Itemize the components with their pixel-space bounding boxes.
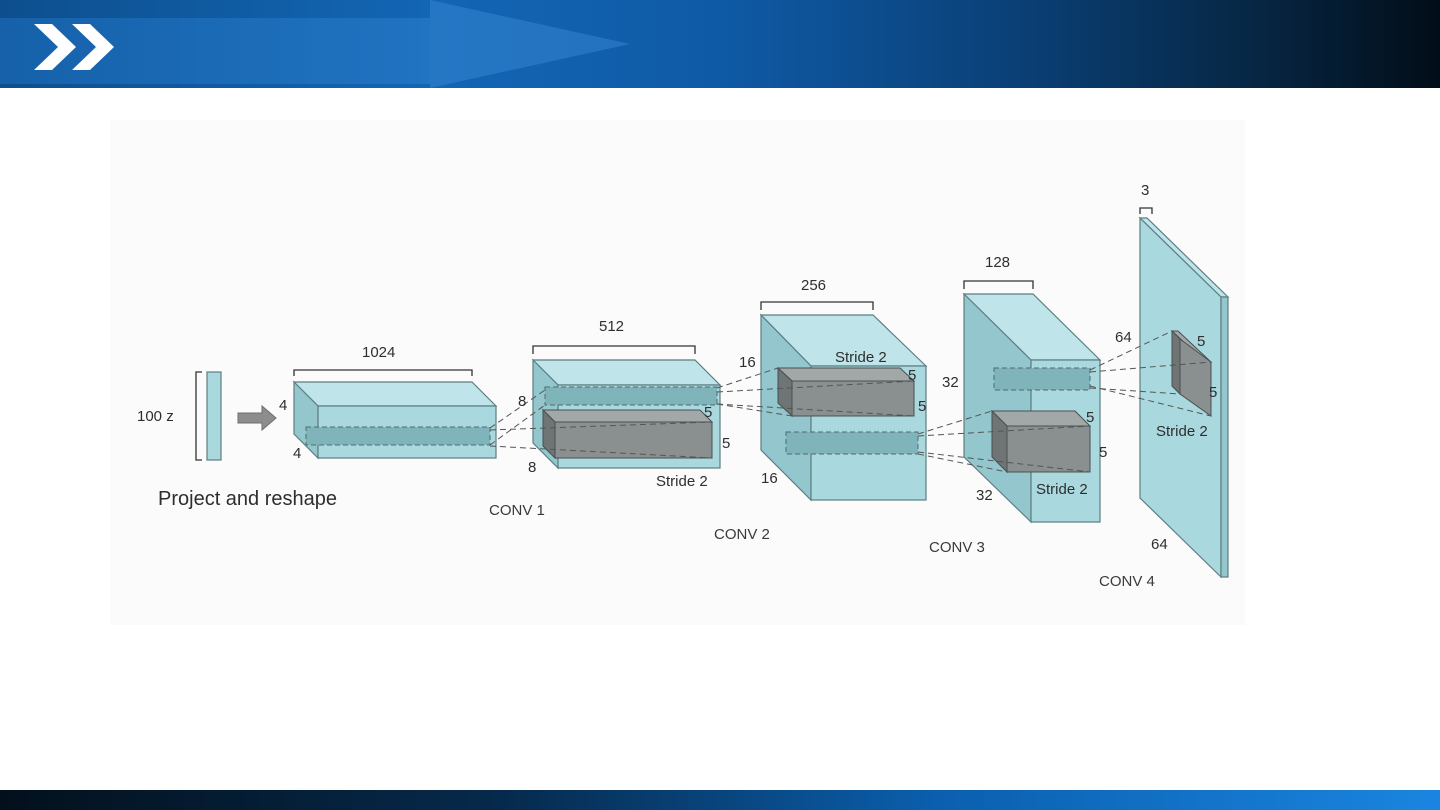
conv2-kernel-label-a: 5 xyxy=(908,367,916,384)
project-volume xyxy=(292,369,498,460)
conv2-volume xyxy=(759,301,928,502)
conv4-height-label: 64 xyxy=(1115,329,1132,346)
conv4-kernel-label-a: 5 xyxy=(1197,333,1205,350)
conv2-depth-label: 256 xyxy=(801,277,826,294)
conv4-stride-label: Stride 2 xyxy=(1156,423,1208,440)
conv4-kernel-label-b: 5 xyxy=(1209,384,1217,401)
conv3-depth-label: 128 xyxy=(985,254,1010,271)
conv4-depth-label: 3 xyxy=(1141,182,1149,199)
project-width-label: 4 xyxy=(293,445,301,462)
conv1-height-label: 8 xyxy=(518,393,526,410)
conv2-width-label: 16 xyxy=(761,470,778,487)
conv1-name: CONV 1 xyxy=(489,502,545,519)
conv4-width-label: 64 xyxy=(1151,536,1168,553)
conv2-kernel-label-b: 5 xyxy=(918,398,926,415)
conv3-volume xyxy=(962,280,1102,524)
header-arrow-shape xyxy=(430,0,630,88)
conv3-height-label: 32 xyxy=(942,374,959,391)
header-banner xyxy=(0,0,1440,88)
conv2-height-label: 16 xyxy=(739,354,756,371)
conv3-name: CONV 3 xyxy=(929,539,985,556)
project-height-label: 4 xyxy=(279,397,287,414)
input-label: 100 z xyxy=(137,408,174,425)
conv2-stride-label: Stride 2 xyxy=(835,349,887,366)
input-vector xyxy=(195,371,277,461)
project-depth-label: 1024 xyxy=(362,344,395,361)
projection-lines xyxy=(489,330,1212,473)
conv3-kernel-label-a: 5 xyxy=(1086,409,1094,426)
double-chevron-right-icon xyxy=(34,24,114,70)
conv3-stride-label: Stride 2 xyxy=(1036,481,1088,498)
conv1-depth-label: 512 xyxy=(599,318,624,335)
conv4-name: CONV 4 xyxy=(1099,573,1155,590)
footer-bar xyxy=(0,790,1440,810)
project-caption: Project and reshape xyxy=(158,488,337,510)
conv4-volume xyxy=(1138,207,1230,579)
conv1-kernel-label-b: 5 xyxy=(722,435,730,452)
arrow-right-icon xyxy=(237,404,277,432)
conv2-name: CONV 2 xyxy=(714,526,770,543)
conv3-kernel-label-b: 5 xyxy=(1099,444,1107,461)
conv1-kernel-label-a: 5 xyxy=(704,404,712,421)
conv1-width-label: 8 xyxy=(528,459,536,476)
conv1-stride-label: Stride 2 xyxy=(656,473,708,490)
conv3-width-label: 32 xyxy=(976,487,993,504)
